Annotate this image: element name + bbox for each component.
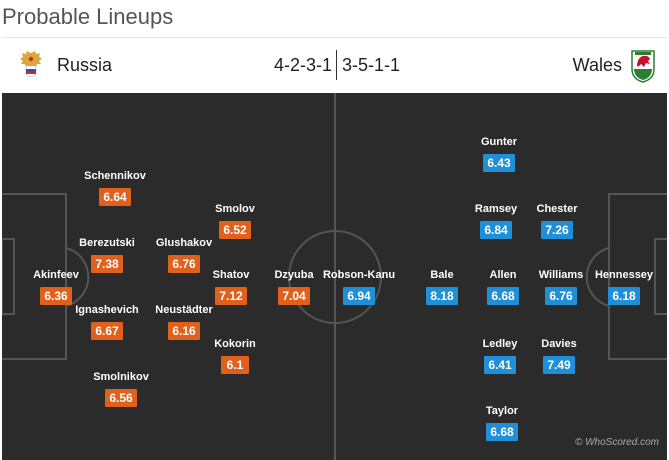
player-rating: 7.49: [543, 356, 575, 374]
player-name: Robson-Kanu: [322, 269, 396, 281]
player-home[interactable]: Glushakov 6.76: [139, 237, 229, 273]
player-rating: 8.18: [426, 287, 458, 305]
player-home[interactable]: Kokorin 6.1: [190, 338, 280, 374]
player-home[interactable]: Smolnikov 6.56: [76, 371, 166, 407]
player-name: Gunter: [480, 136, 518, 148]
player-rating: 6.84: [480, 221, 512, 239]
player-name: Bale: [430, 269, 454, 281]
player-name: Kokorin: [214, 338, 256, 350]
player-rating: 6.36: [40, 287, 72, 305]
player-name: Smolnikov: [93, 371, 149, 383]
player-away[interactable]: Bale 8.18: [397, 269, 487, 305]
player-rating: 6.18: [608, 287, 640, 305]
player-rating: 6.68: [487, 287, 519, 305]
player-rating: 7.26: [541, 221, 573, 239]
player-home[interactable]: Shatov 7.12: [186, 269, 276, 305]
player-name: Williams: [538, 269, 584, 281]
player-home[interactable]: Dzyuba 7.04: [249, 269, 339, 305]
whoscored-watermark: © WhoScored.com: [574, 437, 659, 448]
player-home[interactable]: Ignashevich 6.67: [62, 304, 152, 340]
player-rating: 6.52: [219, 221, 251, 239]
player-name: Chester: [536, 203, 578, 215]
player-away[interactable]: Ramsey 6.84: [451, 203, 541, 239]
player-away[interactable]: Williams 6.76: [516, 269, 606, 305]
player-rating: 6.68: [486, 423, 518, 441]
player-name: Allen: [489, 269, 517, 281]
player-name: Glushakov: [155, 237, 213, 249]
player-home[interactable]: Neustädter 6.16: [139, 304, 229, 340]
player-home[interactable]: Smolov 6.52: [190, 203, 280, 239]
player-rating: 6.16: [168, 322, 200, 340]
player-rating: 6.56: [105, 389, 137, 407]
player-away[interactable]: Chester 7.26: [512, 203, 602, 239]
player-rating: 6.43: [483, 154, 515, 172]
formation-divider: [336, 50, 337, 80]
player-away[interactable]: Allen 6.68: [458, 269, 548, 305]
player-home[interactable]: Akinfeev 6.36: [11, 269, 101, 305]
player-name: Schennikov: [84, 170, 146, 182]
player-away[interactable]: Davies 7.49: [514, 338, 604, 374]
player-rating: 6.67: [91, 322, 123, 340]
home-team-name[interactable]: Russia: [57, 55, 113, 75]
player-name: Ignashevich: [75, 304, 139, 316]
player-rating: 7.12: [215, 287, 247, 305]
away-formation: 3-5-1-1: [342, 55, 401, 75]
player-name: Shatov: [212, 269, 250, 281]
player-rating: 6.1: [221, 356, 249, 374]
player-name: Dzyuba: [274, 269, 314, 281]
player-away[interactable]: Ledley 6.41: [455, 338, 545, 374]
page-title: Probable Lineups: [2, 4, 174, 29]
away-team-name[interactable]: Wales: [572, 55, 622, 75]
russia-crest-icon: [18, 50, 44, 82]
player-home[interactable]: Schennikov 6.64: [70, 170, 160, 206]
player-name: Akinfeev: [33, 269, 79, 281]
player-away[interactable]: Hennessey 6.18: [579, 269, 667, 305]
player-rating: 6.94: [343, 287, 375, 305]
home-formation: 4-2-3-1: [273, 55, 332, 75]
player-rating: 7.04: [278, 287, 310, 305]
player-rating: 6.41: [484, 356, 516, 374]
player-rating: 6.76: [545, 287, 577, 305]
player-name: Ramsey: [474, 203, 518, 215]
wales-crest-icon: [629, 49, 657, 83]
player-home[interactable]: Berezutski 7.38: [62, 237, 152, 273]
player-away[interactable]: Robson-Kanu 6.94: [314, 269, 404, 305]
player-name: Davies: [541, 338, 577, 350]
player-name: Hennessey: [594, 269, 654, 281]
player-rating: 6.64: [99, 188, 131, 206]
player-name: Taylor: [485, 405, 519, 417]
player-away[interactable]: Taylor 6.68: [457, 405, 547, 441]
player-name: Smolov: [215, 203, 255, 215]
pitch-markings: [2, 93, 667, 460]
player-away[interactable]: Gunter 6.43: [454, 136, 544, 172]
pitch: Akinfeev 6.36 Schennikov 6.64 Berezutski…: [2, 93, 667, 460]
lineup-header: Russia 4-2-3-1 3-5-1-1 Wales: [2, 37, 667, 93]
player-name: Berezutski: [79, 237, 135, 249]
player-rating: 7.38: [91, 255, 123, 273]
player-rating: 6.76: [168, 255, 200, 273]
player-name: Neustädter: [155, 304, 213, 316]
player-name: Ledley: [482, 338, 518, 350]
